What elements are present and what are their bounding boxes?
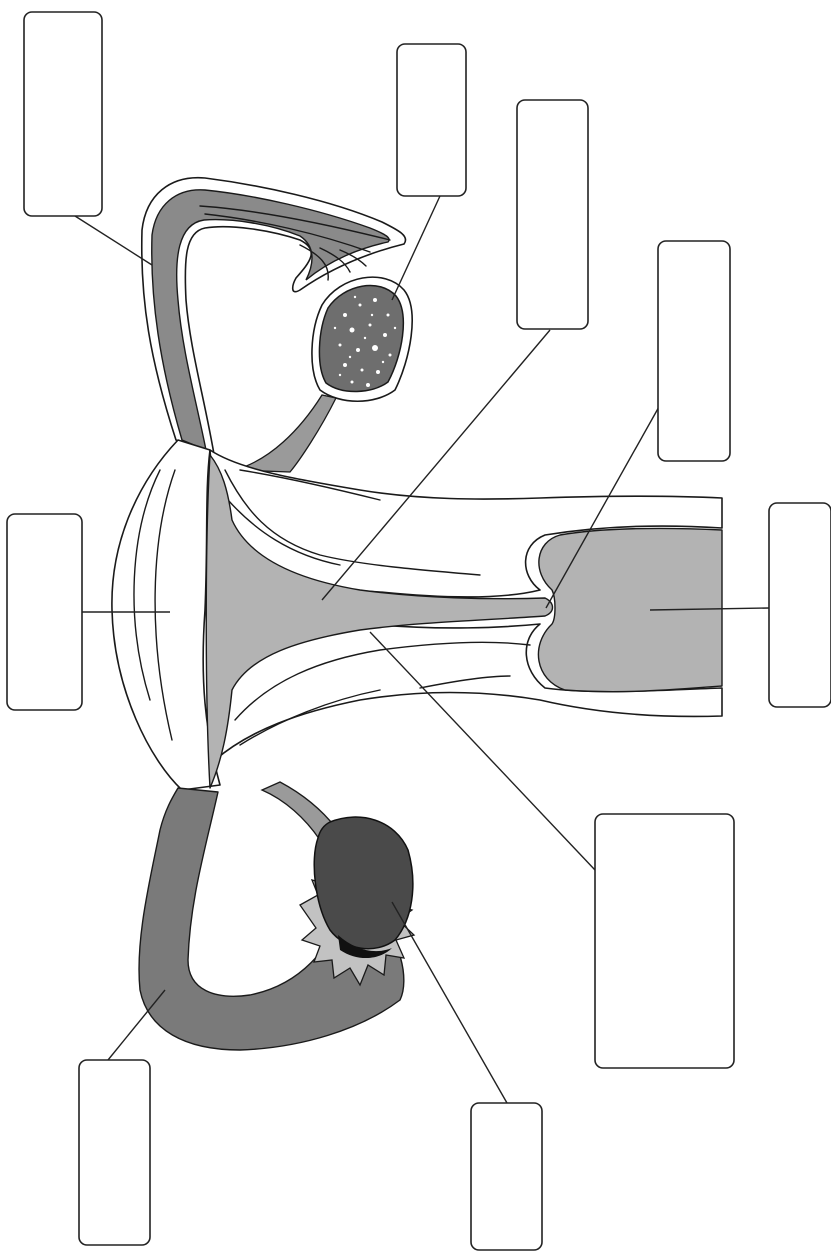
label-box-5[interactable] <box>7 514 82 710</box>
label-box-4[interactable] <box>658 241 730 461</box>
label-box-1[interactable] <box>24 12 102 216</box>
label-box-2[interactable] <box>397 44 466 196</box>
uterus-outer-wall <box>112 440 220 790</box>
leader-line-2 <box>392 196 440 300</box>
leader-line-8 <box>108 990 165 1060</box>
label-box-6[interactable] <box>769 503 831 707</box>
upper-ovarian-ligament <box>235 395 336 472</box>
label-box-3[interactable] <box>517 100 588 329</box>
label-box-7[interactable] <box>595 814 734 1068</box>
leader-line-1 <box>75 216 152 265</box>
label-box-8[interactable] <box>79 1060 150 1245</box>
lower-ovary <box>314 817 413 949</box>
label-box-9[interactable] <box>471 1103 542 1250</box>
leader-line-9 <box>392 902 507 1103</box>
vagina-lumen <box>538 528 722 691</box>
